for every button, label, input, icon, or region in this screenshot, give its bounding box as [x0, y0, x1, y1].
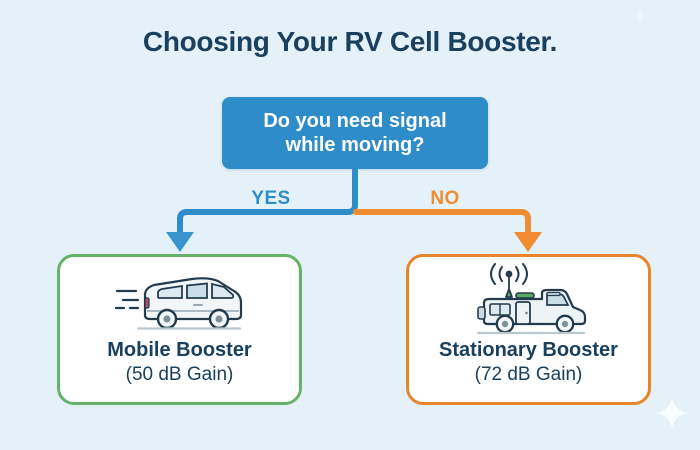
outcome-card-stationary[interactable]: Stationary Booster (72 dB Gain): [406, 254, 651, 405]
sparkle-icon: [656, 397, 688, 429]
branch-label-no: NO: [430, 188, 460, 209]
connector-no: [353, 209, 542, 252]
rv-icon-wrap: [468, 263, 590, 337]
outcome-title-stationary: Stationary Booster: [439, 339, 618, 361]
outcome-subtitle-stationary: (72 dB Gain): [474, 364, 583, 385]
outcome-card-mobile[interactable]: Mobile Booster (50 dB Gain): [57, 254, 302, 405]
van-icon: [114, 277, 242, 330]
decision-box[interactable]: Do you need signal while moving?: [222, 97, 488, 169]
decision-question-text: Do you need signal while moving?: [263, 109, 447, 156]
sparkle-small-icon: [632, 8, 648, 24]
rv-antenna-icon: [476, 263, 586, 335]
page-title: Choosing Your RV Cell Booster.: [142, 26, 558, 57]
branch-label-yes: YES: [251, 188, 291, 209]
outcome-subtitle-mobile: (50 dB Gain): [125, 364, 234, 385]
signal-waves-icon: [489, 263, 528, 285]
speed-lines-icon: [114, 289, 139, 310]
van-icon-wrap: [114, 265, 246, 337]
antenna-hub-icon: [505, 270, 512, 278]
outcome-title-mobile: Mobile Booster: [107, 339, 252, 361]
connector-yes: [166, 166, 358, 252]
